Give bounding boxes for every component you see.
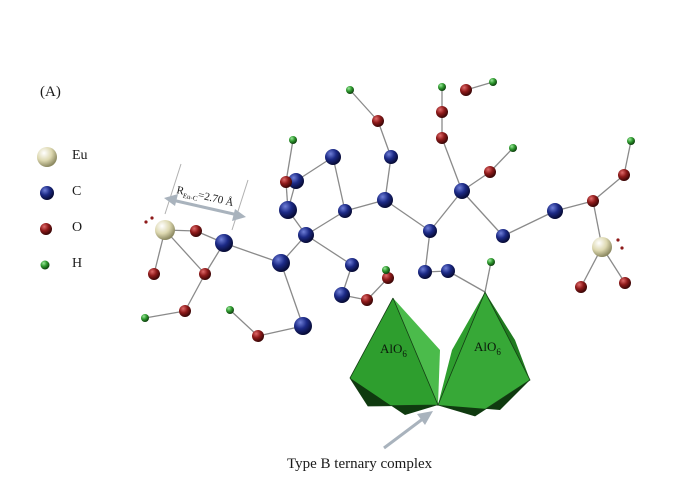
bond — [305, 234, 353, 266]
distance-arrow-line — [171, 198, 239, 217]
o-atom — [252, 330, 264, 342]
o-atom — [618, 169, 630, 181]
o-atom — [361, 294, 373, 306]
o-atom — [436, 132, 448, 144]
octahedron-2-label: AlO6 — [474, 339, 501, 357]
small-dot — [144, 220, 148, 224]
c-atom — [423, 224, 437, 238]
bond — [332, 156, 346, 212]
bond — [441, 137, 463, 192]
bond — [229, 309, 259, 337]
caption-arrow — [383, 411, 433, 450]
c-atom — [279, 201, 297, 219]
small-dot — [616, 238, 620, 242]
panel-label: (A) — [40, 84, 61, 100]
legend-label-o: O — [72, 220, 83, 235]
bond — [280, 262, 304, 327]
alo6-octahedra: AlO6 AlO6 — [349, 291, 531, 417]
h-atom — [627, 137, 635, 145]
h-atom — [382, 266, 390, 274]
o-atom — [436, 106, 448, 118]
legend-label-eu: Eu — [72, 148, 88, 163]
o-atom — [148, 268, 160, 280]
figure-caption: Type B ternary complex — [287, 456, 433, 472]
o-atom — [199, 268, 211, 280]
o-atom — [382, 272, 394, 284]
c-atom — [441, 264, 455, 278]
h-atom — [509, 144, 517, 152]
o-atom — [372, 115, 384, 127]
h-atom — [289, 136, 297, 144]
h-atom — [226, 306, 234, 314]
octahedron-1-front-face — [350, 298, 438, 406]
c-atom — [294, 317, 312, 335]
small-dot — [620, 246, 624, 250]
small-dot — [150, 216, 154, 220]
bond — [484, 261, 492, 293]
bond — [502, 210, 556, 237]
c-atom — [272, 254, 290, 272]
bond — [144, 310, 186, 319]
bond — [223, 242, 282, 264]
octahedron-2-bottom-face — [438, 380, 530, 416]
eu-atom — [592, 237, 612, 257]
c-atom — [496, 229, 510, 243]
h-atom — [438, 83, 446, 91]
bond — [429, 190, 463, 232]
c-atom — [325, 149, 341, 165]
c-atom — [298, 227, 314, 243]
legend-label-c: C — [72, 184, 82, 199]
eu-c-distance-marker: REu-C=2.70 Å — [164, 163, 249, 231]
o-atom — [587, 195, 599, 207]
legend-h-sphere — [40, 260, 50, 270]
legend-label-h: H — [72, 256, 83, 271]
c-atom — [454, 183, 470, 199]
atoms — [141, 78, 635, 342]
octahedron-edges — [349, 291, 531, 417]
legend — [37, 147, 57, 270]
bond — [447, 270, 486, 293]
o-atom — [280, 176, 292, 188]
o-atom — [575, 281, 587, 293]
bond — [592, 174, 625, 202]
o-atom — [484, 166, 496, 178]
distance-arrow-head-left — [164, 194, 178, 206]
bond — [285, 139, 294, 183]
c-atom — [547, 203, 563, 219]
c-atom — [215, 234, 233, 252]
h-atom — [489, 78, 497, 86]
c-atom — [338, 204, 352, 218]
octahedron-1-label: AlO6 — [380, 341, 407, 359]
c-atom — [288, 173, 304, 189]
distance-arrow-head-right — [232, 209, 246, 221]
octahedron-1-right-face — [393, 298, 440, 405]
bond — [384, 199, 431, 232]
eu-atom — [155, 220, 175, 240]
c-atom — [377, 192, 393, 208]
o-atom — [190, 225, 202, 237]
legend-o-sphere — [40, 223, 52, 235]
c-atom — [334, 287, 350, 303]
legend-c-sphere — [40, 186, 54, 200]
h-atom — [141, 314, 149, 322]
bond — [461, 190, 504, 237]
c-atom — [345, 258, 359, 272]
c-atom — [384, 150, 398, 164]
o-atom — [460, 84, 472, 96]
o-atom — [179, 305, 191, 317]
h-atom — [487, 258, 495, 266]
octahedron-2-front-face — [438, 292, 530, 416]
bond — [184, 273, 206, 312]
h-atom — [346, 86, 354, 94]
c-atom — [418, 265, 432, 279]
legend-eu-sphere — [37, 147, 57, 167]
o-atom — [619, 277, 631, 289]
bond — [349, 89, 379, 122]
